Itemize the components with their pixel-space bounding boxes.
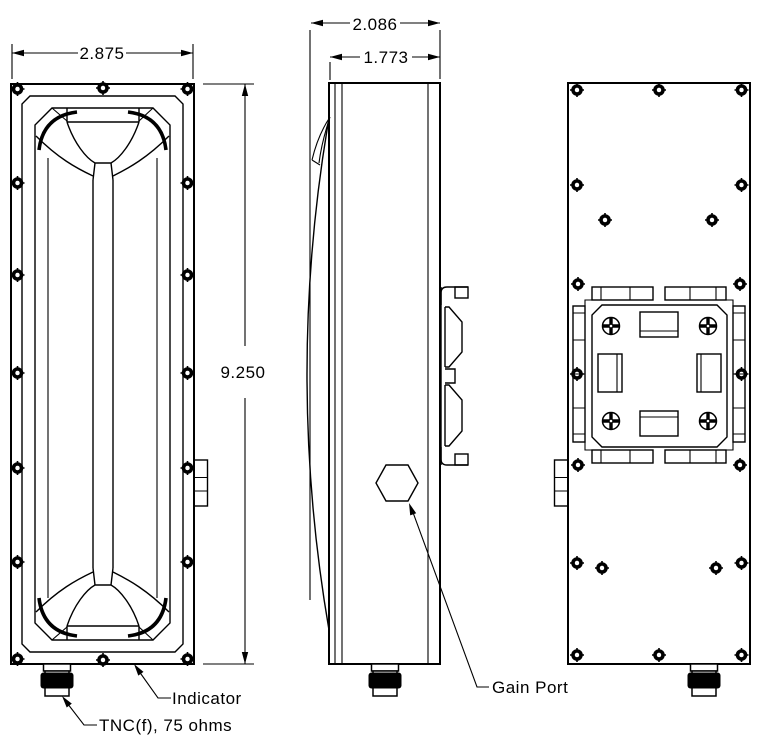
radome-profile bbox=[306, 117, 330, 631]
rear-screws bbox=[569, 82, 750, 663]
phillips-screw-icon bbox=[697, 410, 719, 432]
radome-aperture bbox=[34, 107, 171, 641]
dim-text-front-width: 2.875 bbox=[79, 44, 124, 63]
screw-icon bbox=[569, 647, 585, 663]
screw-icon bbox=[569, 177, 585, 193]
leader-gain-port: Gain Port bbox=[409, 503, 568, 697]
dim-front-height: 9.250 bbox=[203, 83, 265, 665]
rear-panel-outline bbox=[567, 82, 751, 665]
label-indicator: Indicator bbox=[172, 689, 242, 708]
label-tnc: TNC(f), 75 ohms bbox=[99, 716, 232, 735]
phillips-screw-icon bbox=[600, 410, 622, 432]
front-view bbox=[9, 80, 209, 697]
screw-icon bbox=[732, 276, 748, 292]
screw-icon bbox=[733, 177, 750, 193]
side-port-tab bbox=[193, 459, 209, 507]
mounting-bracket bbox=[440, 286, 469, 466]
tnc-connector bbox=[39, 663, 75, 697]
feed-ports bbox=[597, 311, 722, 437]
dim-text-front-height: 9.250 bbox=[220, 363, 265, 382]
horn-ridge bbox=[92, 180, 114, 568]
leader-indicator: Indicator bbox=[134, 664, 242, 708]
dim-text-depth-overall: 2.086 bbox=[352, 15, 397, 34]
phillips-screw-icon bbox=[600, 315, 622, 337]
screw-icon bbox=[733, 82, 750, 98]
feed-module bbox=[572, 286, 746, 464]
screw-icon bbox=[594, 560, 610, 576]
screw-icon bbox=[732, 457, 748, 473]
front-screws bbox=[9, 80, 196, 668]
screw-icon bbox=[651, 82, 667, 98]
front-inner-frame bbox=[21, 95, 184, 653]
phillips-screw-icon bbox=[697, 315, 719, 337]
screw-icon bbox=[708, 560, 724, 576]
screw-icon bbox=[569, 82, 585, 98]
tnc-connector bbox=[686, 663, 722, 697]
feed-plate bbox=[591, 304, 728, 448]
tnc-connector bbox=[367, 663, 403, 697]
screw-icon bbox=[733, 647, 750, 663]
screw-icon bbox=[570, 276, 586, 292]
radome-lip-detail bbox=[311, 116, 331, 166]
side-view bbox=[306, 82, 469, 697]
screw-icon bbox=[651, 647, 667, 663]
horn-walls bbox=[47, 158, 158, 598]
horn-detail-bottom bbox=[35, 567, 170, 641]
front-panel-outline bbox=[10, 83, 195, 665]
rear-view bbox=[553, 82, 751, 697]
screw-icon bbox=[597, 212, 613, 228]
screw-icon bbox=[733, 555, 750, 571]
side-body-outline bbox=[328, 82, 441, 665]
dim-front-width: 2.875 bbox=[11, 44, 194, 79]
gain-port-hex bbox=[375, 464, 419, 502]
leader-tnc: TNC(f), 75 ohms bbox=[62, 696, 232, 735]
dim-depth-body: 1.773 bbox=[329, 48, 440, 80]
screw-icon bbox=[569, 555, 585, 571]
side-body-lines bbox=[334, 83, 429, 664]
horn-detail-top bbox=[35, 107, 170, 181]
screw-icon bbox=[570, 457, 586, 473]
side-port-tab bbox=[553, 459, 569, 507]
dim-depth-overall: 2.086 bbox=[309, 15, 441, 600]
label-gain-port: Gain Port bbox=[492, 678, 568, 697]
screw-icon bbox=[704, 212, 720, 228]
dim-text-depth-body: 1.773 bbox=[363, 48, 408, 67]
